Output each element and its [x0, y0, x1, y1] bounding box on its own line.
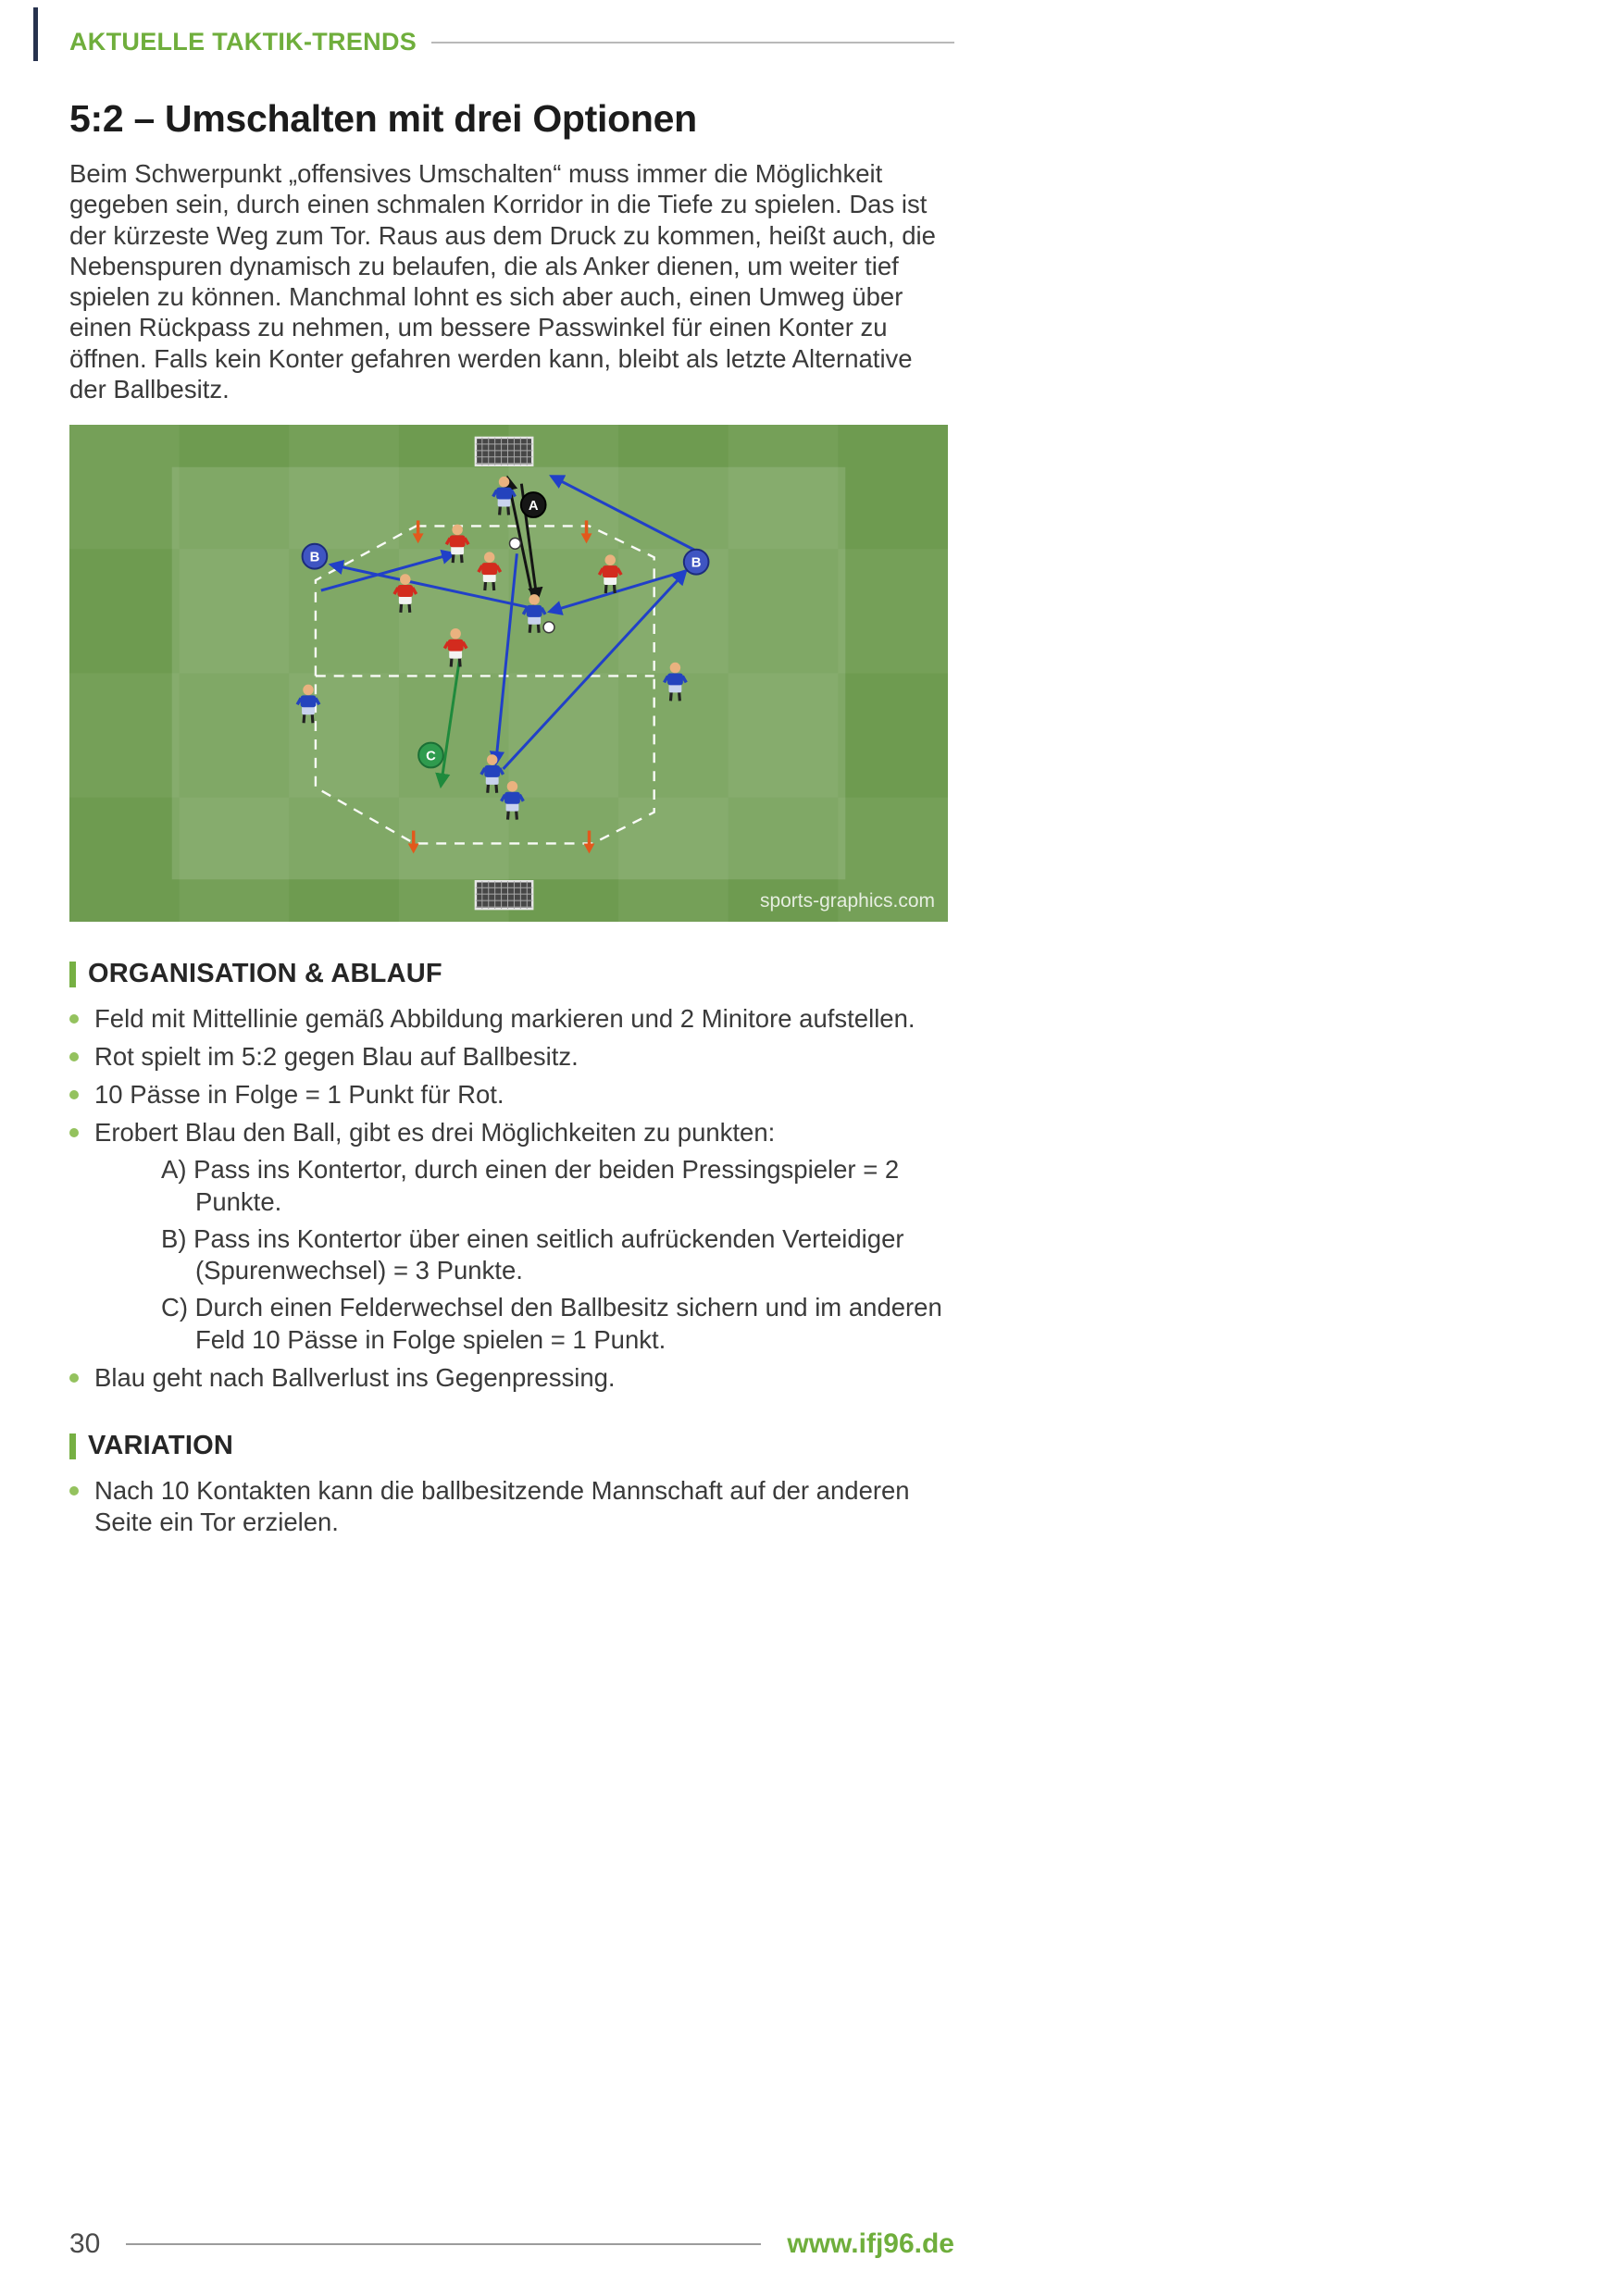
bullet-icon	[69, 1373, 79, 1384]
organisation-heading: ORGANISATION & ABLAUF	[88, 959, 442, 989]
player-blue	[479, 754, 505, 794]
section-kicker: AKTUELLE TAKTIK-TRENDS	[69, 28, 417, 56]
list-item: Rot spielt im 5:2 gegen Blau auf Ballbes…	[69, 1041, 954, 1073]
list-item: Blau geht nach Ballverlust ins Gegenpres…	[69, 1362, 954, 1394]
ball-icon	[508, 537, 522, 551]
list-item-text: 10 Pässe in Folge = 1 Punkt für Rot.	[94, 1079, 504, 1109]
option-marker-b: B	[301, 542, 329, 570]
bullet-icon	[69, 1486, 79, 1496]
list-item: Nach 10 Kontakten kann die ballbesitzend…	[69, 1475, 954, 1538]
organisation-heading-row: ORGANISATION & ABLAUF	[69, 959, 954, 989]
pass-arrow-blue	[328, 560, 528, 609]
player-red	[477, 552, 503, 591]
cone-arrow-icon	[580, 520, 592, 544]
svg-text:C: C	[426, 750, 436, 764]
page-number: 30	[69, 2228, 101, 2259]
pass-arrow-green	[435, 654, 462, 789]
cone-arrow-icon	[407, 830, 419, 854]
list-item: Erobert Blau den Ball, gibt es drei Mögl…	[69, 1117, 954, 1148]
bullet-icon	[69, 1127, 79, 1137]
option-marker-a: A	[519, 491, 547, 519]
ball-icon	[542, 621, 555, 634]
list-item-text: Erobert Blau den Ball, gibt es drei Mögl…	[94, 1117, 776, 1147]
list-item: 10 Pässe in Folge = 1 Punkt für Rot.	[69, 1079, 954, 1111]
player-blue	[295, 684, 321, 724]
pass-arrow-black	[503, 475, 536, 606]
cone-arrow-icon	[583, 830, 595, 854]
option-item-a: A) Pass ins Kontertor, durch einen der b…	[161, 1155, 900, 1217]
mini-goal	[474, 436, 534, 467]
heading-accent-bar	[69, 961, 76, 987]
tactics-diagram: A B B C sports-graphics.com	[69, 425, 948, 923]
list-item-text: Rot spielt im 5:2 gegen Blau auf Ballbes…	[94, 1041, 579, 1071]
page-title: 5:2 – Umschalten mit drei Optionen	[69, 97, 697, 140]
list-item-text: Blau geht nach Ballverlust ins Gegenpres…	[94, 1363, 616, 1393]
bullet-icon	[69, 1051, 79, 1061]
footer-rule	[126, 2243, 762, 2245]
heading-accent-bar	[69, 1433, 76, 1459]
option-item-c: C) Durch einen Felderwechsel den Ballbes…	[161, 1292, 942, 1354]
watermark: sports-graphics.com	[759, 890, 935, 912]
mini-goal	[474, 880, 534, 911]
bullet-icon	[69, 1089, 79, 1099]
list-item-text: Nach 10 Kontakten kann die ballbesitzend…	[94, 1476, 910, 1536]
page-content: AKTUELLE TAKTIK-TRENDS 5:2 – Umschalten …	[69, 28, 954, 1545]
player-red	[597, 554, 623, 594]
player-red	[444, 524, 470, 564]
field-boundary-dashed	[314, 525, 655, 845]
svg-text:B: B	[310, 551, 320, 565]
bullet-icon	[69, 1014, 79, 1024]
player-blue	[492, 477, 517, 515]
player-blue	[663, 662, 688, 701]
option-item-b: B) Pass ins Kontertor über einen seitlic…	[161, 1223, 904, 1285]
option-marker-c: C	[417, 741, 444, 769]
pitch-objects-layer: A B B C	[295, 436, 710, 911]
player-red	[442, 628, 468, 667]
website-link[interactable]: www.ifj96.de	[787, 2228, 954, 2259]
kicker-rule	[431, 41, 954, 43]
list-item-text: Feld mit Mittellinie gemäß Abbildung mar…	[94, 1004, 915, 1034]
options-sublist: A) Pass ins Kontertor, durch einen der b…	[161, 1154, 954, 1356]
pass-arrow-blue	[489, 553, 518, 767]
svg-text:A: A	[529, 499, 539, 514]
pass-arrow-blue	[502, 569, 688, 771]
player-red	[392, 574, 418, 614]
header: AKTUELLE TAKTIK-TRENDS	[69, 28, 954, 56]
player-blue	[500, 781, 525, 820]
variation-heading: VARIATION	[88, 1431, 233, 1461]
pitch-svg: A B B C	[69, 425, 948, 923]
organisation-list: Feld mit Mittellinie gemäß Abbildung mar…	[69, 1003, 954, 1394]
list-item: Feld mit Mittellinie gemäß Abbildung mar…	[69, 1003, 954, 1035]
cone-arrow-icon	[412, 520, 424, 544]
svg-text:B: B	[691, 556, 702, 571]
page-margin-mark	[33, 7, 38, 61]
pass-arrow-blue	[546, 568, 689, 616]
page-footer: 30 www.ifj96.de	[69, 2228, 954, 2260]
pass-arrow-blue	[549, 475, 695, 552]
pass-arrow-blue	[320, 549, 457, 592]
variation-heading-row: VARIATION	[69, 1431, 954, 1461]
intro-paragraph: Beim Schwerpunkt „offensives Umschalten“…	[69, 159, 936, 403]
option-marker-b: B	[682, 548, 710, 576]
variation-list: Nach 10 Kontakten kann die ballbesitzend…	[69, 1475, 954, 1538]
player-blue	[521, 594, 547, 633]
